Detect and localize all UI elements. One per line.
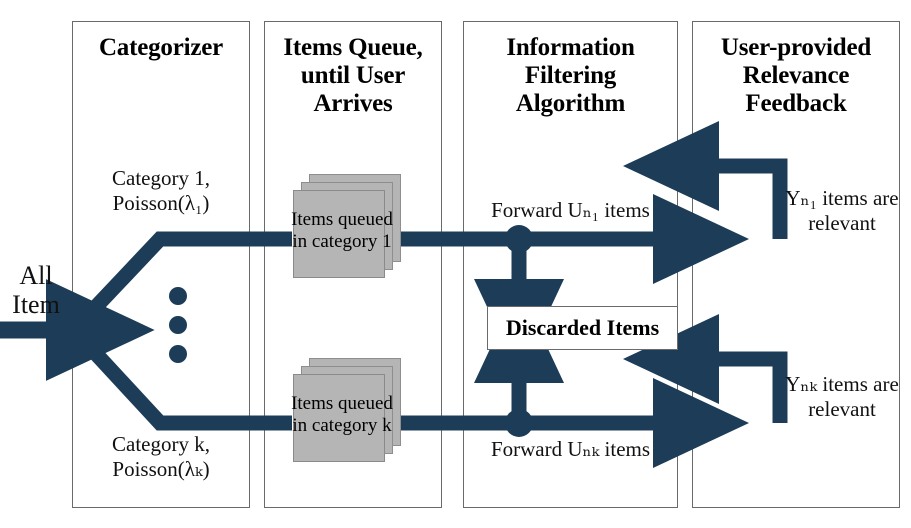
queue-label-branch-k: Items queued in category k (291, 393, 393, 437)
ellipsis-dot-3 (169, 345, 187, 363)
document-stack-branch-1: Items queued in category 1 (291, 174, 401, 278)
ellipsis-dot-1 (169, 287, 187, 305)
category-label-branch-1: Category 1, Poisson(λ₁) (72, 166, 250, 216)
input-label-all-item: All Item (12, 261, 60, 319)
feedback-label-branch-k: Yₙₖ items are relevant (778, 372, 906, 422)
column-title-feedback: User-provided Relevance Feedback (720, 34, 872, 117)
category-name-branch-1: Category 1, (112, 166, 210, 190)
queue-label-branch-1: Items queued in category 1 (291, 209, 393, 253)
column-box-items-queue: Items Queue, until User Arrives (264, 21, 442, 508)
doc-sheet-front: Items queued in category k (291, 374, 393, 462)
feedback-label-branch-1: Yₙ₁ items are relevant (778, 186, 906, 236)
column-title-items-queue: Items Queue, until User Arrives (283, 34, 423, 117)
ellipsis-dot-2 (169, 316, 187, 334)
feedback-line-ka: Yₙₖ items are relevant (785, 372, 899, 422)
fork-branch-1 (68, 231, 292, 336)
column-box-filtering: Information Filtering Algorithm (463, 21, 678, 508)
category-name-branch-k: Category k, (112, 432, 210, 456)
forward-label-branch-1: Forward Uₙ₁ items (491, 198, 650, 222)
fork-branch-k (68, 324, 292, 431)
feedback-line-1a: Yₙ₁ items are relevant (785, 186, 899, 236)
doc-sheet-front: Items queued in category 1 (291, 190, 393, 278)
forward-label-branch-k: Forward Uₙₖ items (490, 437, 651, 461)
feedback-loop-branch-1 (623, 121, 788, 239)
feedback-loop-branch-k (623, 314, 788, 423)
discarded-items-box: Discarded Items (487, 306, 678, 350)
column-title-filtering: Information Filtering Algorithm (506, 34, 635, 117)
document-stack-branch-k: Items queued in category k (291, 358, 401, 462)
discarded-items-label: Discarded Items (505, 315, 660, 340)
column-box-categorizer: Categorizer (72, 21, 250, 508)
category-poisson-branch-1: Poisson(λ₁) (112, 190, 210, 215)
category-poisson-branch-k: Poisson(λₖ) (112, 456, 210, 481)
column-title-categorizer: Categorizer (98, 34, 224, 61)
category-label-branch-k: Category k, Poisson(λₖ) (72, 432, 250, 482)
